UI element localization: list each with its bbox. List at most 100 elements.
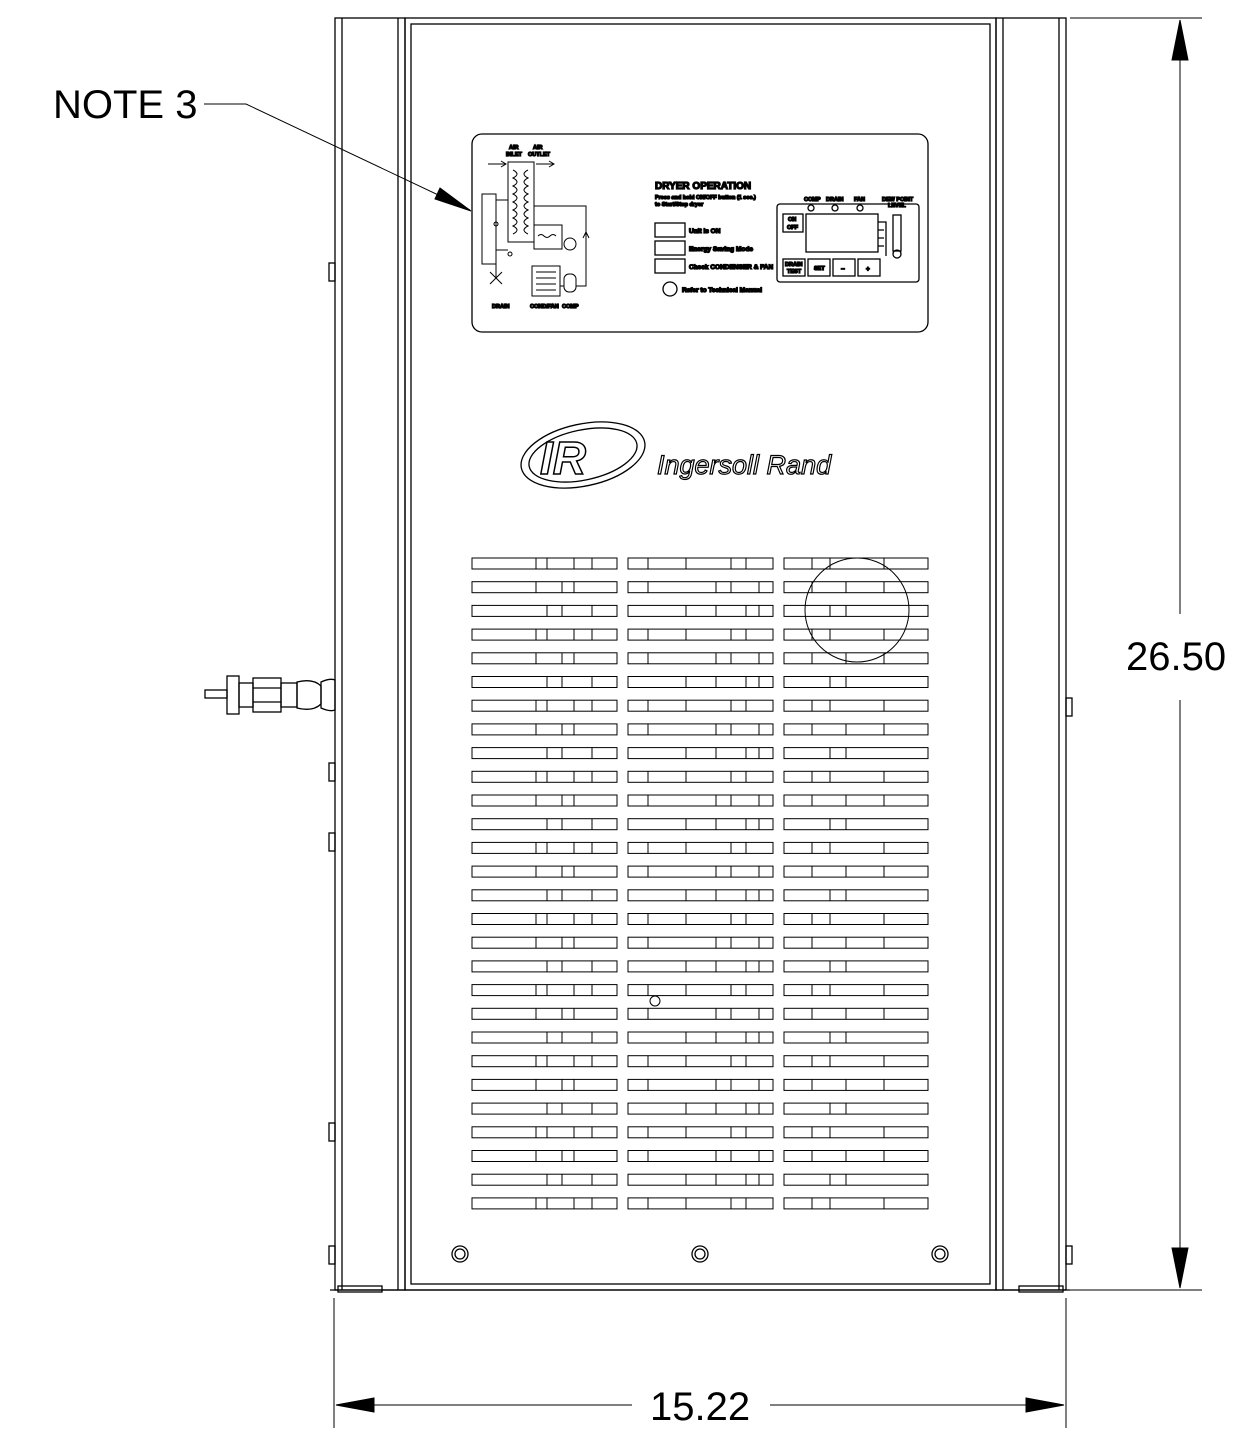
drain-test-label-2: TEST (787, 269, 802, 275)
legend-unit-on: Unit is ON (689, 228, 721, 235)
louver-slot (471, 936, 618, 949)
height-arrow-top-icon (1171, 19, 1189, 61)
louver-slot (627, 723, 774, 736)
cabinet (328, 17, 1073, 1293)
louver-slot (627, 581, 774, 594)
louver-slot (627, 960, 774, 973)
louver-slot (627, 1150, 774, 1162)
louver-slot (471, 818, 618, 831)
controller-face (776, 203, 920, 283)
louver-slot (783, 984, 929, 997)
louver-slot (471, 723, 618, 736)
legend-swatch-unit-on (654, 222, 686, 238)
louver-slot (783, 1031, 929, 1044)
louver-slot (471, 557, 618, 570)
on-off-button[interactable] (782, 213, 804, 233)
louver-slot (471, 628, 618, 641)
schematic-drain-label: DRAIN (492, 304, 509, 310)
louver-slot (471, 1126, 618, 1139)
schematic-condfan-label: COND/FAN (530, 304, 559, 310)
louver-slot (783, 723, 929, 736)
louver-slot (471, 676, 618, 688)
louver-slot (471, 1102, 618, 1115)
louver-slot (783, 1197, 929, 1210)
louver-slot (471, 841, 618, 854)
louver-slot (783, 865, 929, 878)
louver-slot (627, 1197, 774, 1210)
louver-slot (471, 960, 618, 973)
louver-slot (471, 913, 618, 925)
panel-instruction-1: Press and hold ON/OFF button (1 sec.) (655, 195, 756, 201)
dew-point-gauge (892, 214, 902, 252)
louver-slot (471, 1197, 618, 1210)
schematic-air-inlet-label-1: AIR (509, 145, 519, 151)
louver-slot (783, 960, 929, 973)
louver-slot (471, 1173, 618, 1186)
manual-book-icon (662, 281, 678, 297)
louver-slot (627, 984, 774, 997)
drain-test-button[interactable] (782, 258, 806, 277)
louver-slot (471, 581, 618, 594)
louver-slot (783, 581, 929, 594)
louver-slot (627, 1007, 774, 1020)
louver-slot (627, 936, 774, 949)
manual-note: Refer to Technical Manual (682, 287, 762, 294)
louver-slot (627, 794, 774, 807)
brand-name: Ingersoll Rand (657, 450, 832, 480)
plus-button-label: + (866, 266, 870, 273)
schematic-air-inlet-label-2: INLET (506, 152, 523, 158)
panel-instruction-2: to Start/Stop dryer (655, 202, 704, 208)
schematic-comp-label: COMP (562, 304, 579, 310)
louver-slot (783, 604, 929, 617)
off-label: OFF (787, 225, 799, 231)
louver-slot (627, 676, 774, 688)
louver-slot (783, 1055, 929, 1068)
louver-slot (627, 557, 774, 570)
louver-slot (627, 1078, 774, 1091)
fan-led-icon (856, 204, 864, 212)
louver-slot (783, 818, 929, 831)
dew-point-label-1: DEW POINT (882, 197, 914, 203)
louver-slot (627, 747, 774, 760)
ir-logo-text: IR (540, 432, 586, 484)
schematic-air-outlet-label-1: AIR (533, 145, 543, 151)
louver-slot (627, 1031, 774, 1044)
louver-slot (471, 747, 618, 760)
minus-button-label: − (841, 266, 845, 273)
louver-slot (783, 1173, 929, 1186)
louver-slot (471, 1007, 618, 1020)
louver-slot (627, 889, 774, 902)
controller-display (805, 213, 879, 253)
louver-slot (783, 699, 929, 712)
legend-check-condenser: Check CONDENSER & FAN (689, 264, 773, 271)
indicator-drain-label: DRAIN (826, 197, 843, 203)
width-arrow-right-icon (1025, 1397, 1065, 1413)
schematic-air-outlet-label-2: OUTLET (528, 152, 551, 158)
louver-slot (783, 1126, 929, 1139)
louver-slot (627, 699, 774, 712)
louver-slot (471, 865, 618, 878)
front-panel (404, 17, 997, 1291)
louver-slot (471, 652, 618, 665)
panel-title: DRYER OPERATION (655, 181, 751, 192)
screw-left (451, 1245, 469, 1263)
louver-slot (783, 913, 929, 925)
right-foot (1018, 1285, 1064, 1293)
width-dimension (333, 1298, 1067, 1428)
louver-slot (627, 818, 774, 831)
louver-slot (783, 841, 929, 854)
on-label: ON (788, 217, 796, 223)
height-dimension (1070, 17, 1202, 1291)
right-side-post (995, 17, 1067, 1291)
plus-button[interactable] (857, 258, 881, 277)
louver-slot (783, 557, 929, 570)
brand-logo (520, 421, 646, 489)
legend-energy-saving: Energy Saving Mode (689, 246, 753, 253)
screw-right (931, 1245, 949, 1263)
louver-slot (627, 841, 774, 854)
set-button[interactable] (807, 258, 831, 277)
legend-swatch-energy-saving (654, 240, 686, 256)
inlet-fitting (204, 675, 336, 715)
minus-button[interactable] (832, 258, 856, 277)
louver-slot (627, 1173, 774, 1186)
